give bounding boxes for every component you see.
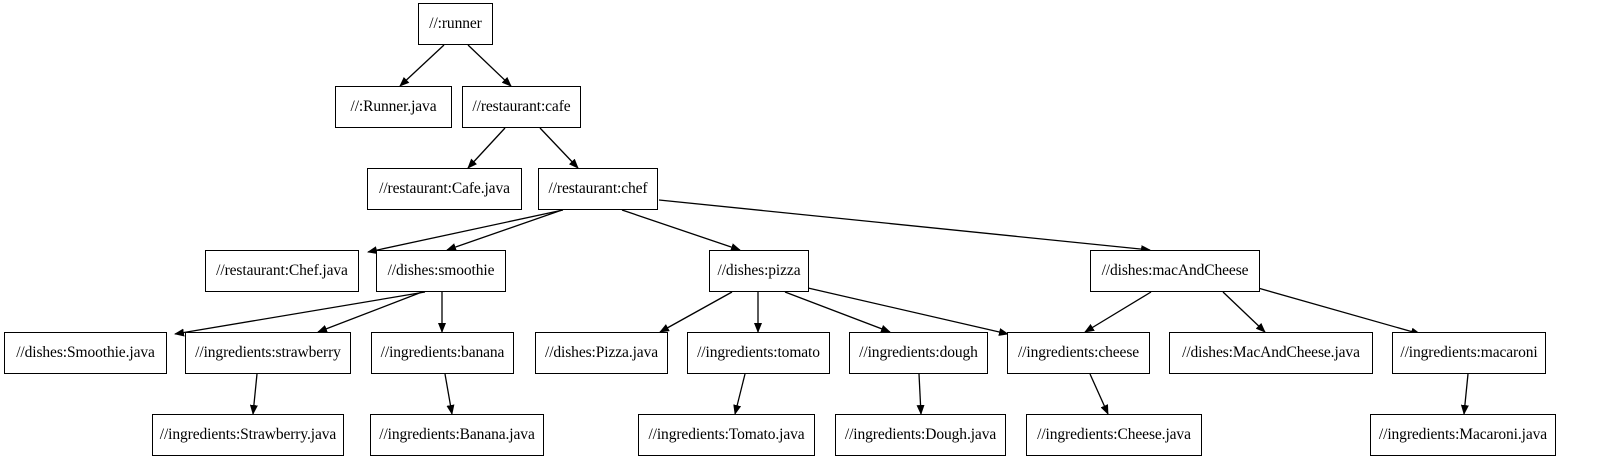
graph-node-cafe[interactable]: //restaurant:cafe [462, 86, 581, 128]
graph-node-label: //ingredients:Macaroni.java [1378, 426, 1548, 444]
graph-node-label: //ingredients:Dough.java [844, 426, 997, 444]
graph-node-label: //ingredients:cheese [1017, 344, 1140, 362]
graph-node-label: //restaurant:chef [548, 180, 648, 198]
graph-node-banana[interactable]: //ingredients:banana [371, 332, 514, 374]
graph-node-label: //dishes:Pizza.java [544, 344, 659, 362]
graph-node-pizza_java[interactable]: //dishes:Pizza.java [535, 332, 668, 374]
graph-node-macandcheese_java[interactable]: //dishes:MacAndCheese.java [1169, 332, 1373, 374]
graph-node-macandcheese[interactable]: //dishes:macAndCheese [1090, 250, 1260, 292]
graph-node-banana_java[interactable]: //ingredients:Banana.java [370, 414, 544, 456]
graph-node-pizza[interactable]: //dishes:pizza [709, 250, 809, 292]
graph-node-label: //ingredients:macaroni [1400, 344, 1538, 362]
graph-node-macaroni[interactable]: //ingredients:macaroni [1392, 332, 1546, 374]
graph-node-runner[interactable]: //:runner [418, 3, 493, 45]
graph-node-label: //dishes:MacAndCheese.java [1182, 344, 1360, 362]
graph-node-chef[interactable]: //restaurant:chef [538, 168, 658, 210]
graph-node-cafe_java[interactable]: //restaurant:Cafe.java [367, 168, 522, 210]
graph-node-smoothie[interactable]: //dishes:smoothie [376, 250, 506, 292]
graph-node-cheese[interactable]: //ingredients:cheese [1007, 332, 1150, 374]
graph-node-label: //dishes:smoothie [387, 262, 495, 280]
graph-node-label: //ingredients:dough [859, 344, 978, 362]
graph-node-runner_java[interactable]: //:Runner.java [335, 86, 452, 128]
graph-node-label: //:Runner.java [350, 98, 437, 116]
graph-node-tomato[interactable]: //ingredients:tomato [687, 332, 830, 374]
graph-node-label: //restaurant:cafe [472, 98, 571, 116]
graph-node-label: //dishes:macAndCheese [1101, 262, 1249, 280]
graph-node-tomato_java[interactable]: //ingredients:Tomato.java [638, 414, 815, 456]
graph-node-label: //ingredients:tomato [697, 344, 820, 362]
graph-node-label: //ingredients:Tomato.java [648, 426, 805, 444]
graph-node-label: //dishes:pizza [717, 262, 801, 280]
graph-node-label: //ingredients:Strawberry.java [159, 426, 337, 444]
graph-node-label: //ingredients:Cheese.java [1037, 426, 1191, 444]
graph-node-label: //ingredients:Banana.java [379, 426, 535, 444]
graph-node-label: //ingredients:strawberry [195, 344, 341, 362]
graph-node-chef_java[interactable]: //restaurant:Chef.java [205, 250, 359, 292]
graph-node-smoothie_java[interactable]: //dishes:Smoothie.java [4, 332, 167, 374]
graph-node-macaroni_java[interactable]: //ingredients:Macaroni.java [1370, 414, 1556, 456]
graph-node-label: //ingredients:banana [380, 344, 505, 362]
graph-node-cheese_java[interactable]: //ingredients:Cheese.java [1026, 414, 1202, 456]
graph-node-dough[interactable]: //ingredients:dough [849, 332, 988, 374]
graph-node-label: //:runner [429, 15, 482, 33]
graph-node-label: //dishes:Smoothie.java [16, 344, 155, 362]
graph-node-label: //restaurant:Cafe.java [379, 180, 510, 198]
graph-node-strawberry[interactable]: //ingredients:strawberry [185, 332, 351, 374]
graph-node-strawberry_java[interactable]: //ingredients:Strawberry.java [152, 414, 344, 456]
graph-node-label: //restaurant:Chef.java [216, 262, 348, 280]
graph-node-dough_java[interactable]: //ingredients:Dough.java [835, 414, 1006, 456]
